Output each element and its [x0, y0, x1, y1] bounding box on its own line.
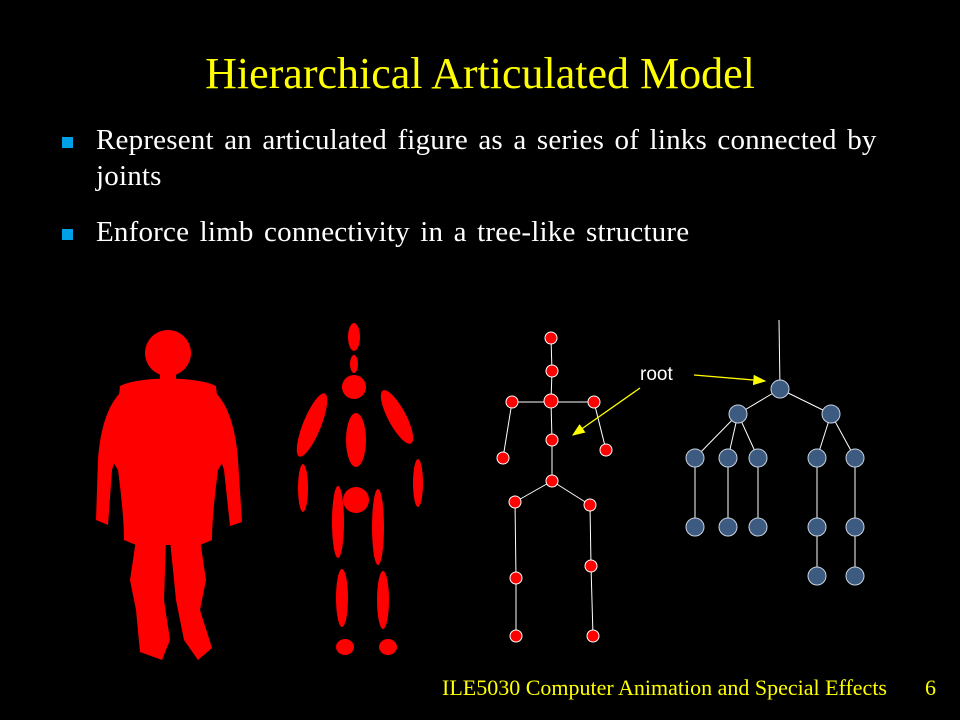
tree-root-node [770, 379, 790, 399]
tree-node [718, 448, 738, 468]
tree-node [807, 517, 827, 537]
root-annotation: root [571, 364, 767, 436]
joint [587, 395, 601, 409]
tree-node [807, 566, 827, 586]
tree-node [807, 448, 827, 468]
root-arrow-stick [571, 387, 641, 436]
bullet-list: Represent an articulated figure as a ser… [60, 122, 920, 270]
footer-course-name: ILE5030 Computer Animation and Special E… [442, 675, 887, 700]
slide-footer: ILE5030 Computer Animation and Special E… [0, 674, 960, 704]
joint [505, 395, 519, 409]
tree-node [685, 517, 705, 537]
tree-node [728, 404, 748, 424]
segmented-body-figure [296, 323, 423, 655]
bullet-item: Represent an articulated figure as a ser… [60, 122, 920, 194]
tree-node [845, 517, 865, 537]
joint [496, 451, 510, 465]
joint [545, 474, 559, 488]
root-label: root [640, 364, 673, 385]
joint [583, 498, 597, 512]
tree-node [748, 448, 768, 468]
solid-body-figure [96, 330, 242, 660]
tree-node [718, 517, 738, 537]
root-arrow-tree [693, 374, 767, 386]
joint [508, 495, 522, 509]
joint [545, 433, 559, 447]
tree-node [821, 404, 841, 424]
tree-structure [685, 319, 865, 586]
joint [543, 393, 559, 409]
page-number: 6 [925, 675, 936, 700]
joint [599, 443, 613, 457]
joint [509, 629, 523, 643]
slide-title: Hierarchical Articulated Model [205, 49, 755, 98]
tree-node [685, 448, 705, 468]
joint [544, 331, 558, 345]
bullet-text: Enforce limb connectivity in a tree-like… [96, 216, 690, 248]
tree-node [748, 517, 768, 537]
bullet-item: Enforce limb connectivity in a tree-like… [60, 214, 920, 250]
bullet-square-icon [62, 229, 73, 240]
joint [584, 559, 598, 573]
joint [586, 629, 600, 643]
stick-figure [496, 331, 613, 643]
bullet-text: Represent an articulated figure as a ser… [96, 124, 877, 192]
bullet-square-icon [62, 137, 73, 148]
tree-node [845, 448, 865, 468]
joint [509, 571, 523, 585]
joint [545, 364, 559, 378]
tree-node [845, 566, 865, 586]
